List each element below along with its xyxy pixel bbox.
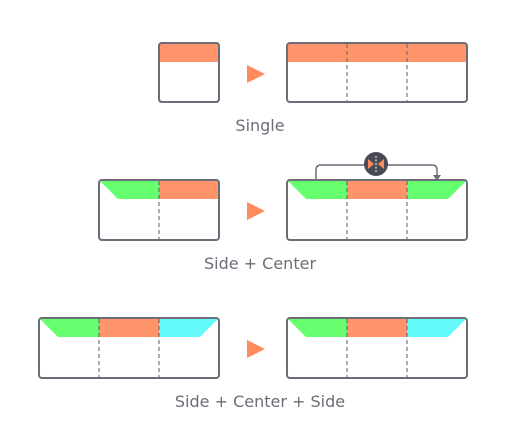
label-side-center-side: Side + Center + Side — [175, 392, 345, 411]
side-center-after-green-right — [407, 181, 466, 199]
row-single — [158, 42, 468, 103]
single-after-panel — [286, 42, 468, 103]
label-side-center: Side + Center — [204, 254, 316, 273]
side-center-arrow-icon — [247, 202, 265, 220]
side-center-after-green-left — [288, 181, 347, 199]
single-after-orange-strip — [288, 44, 466, 62]
label-single: Single — [235, 116, 284, 135]
side-center-before-green — [100, 181, 159, 199]
scs-before-cyan — [159, 319, 218, 337]
row-side-center-side — [38, 317, 468, 379]
scs-before-green — [40, 319, 99, 337]
row-side-center — [98, 152, 468, 241]
mirror-connector — [315, 152, 441, 181]
single-before-panel — [158, 42, 220, 103]
side-center-after-orange — [347, 181, 407, 199]
scs-after-green — [288, 319, 347, 337]
side-center-before-panel — [98, 179, 220, 241]
scs-arrow-icon — [247, 340, 265, 358]
side-center-before-orange — [159, 181, 218, 199]
scs-after-cyan — [407, 319, 466, 337]
side-center-side-before-panel — [38, 317, 220, 379]
scs-before-orange — [99, 319, 159, 337]
single-before-orange-strip — [160, 44, 218, 62]
single-arrow-icon — [247, 65, 265, 83]
side-center-side-after-panel — [286, 317, 468, 379]
side-center-after-panel — [286, 179, 468, 241]
scs-after-orange — [347, 319, 407, 337]
